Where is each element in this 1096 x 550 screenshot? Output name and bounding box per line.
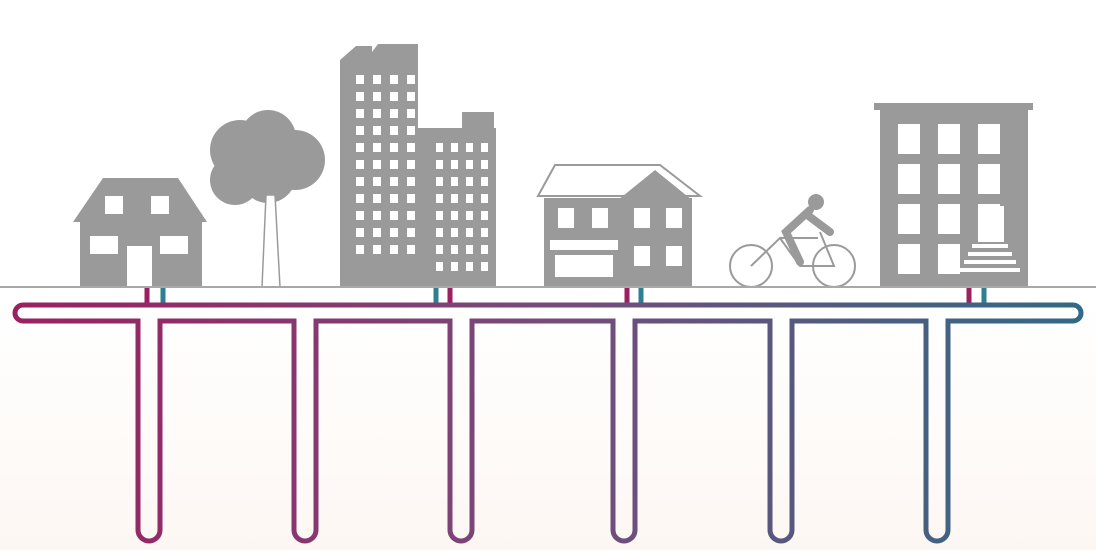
window bbox=[481, 211, 488, 220]
window bbox=[938, 164, 960, 194]
window bbox=[356, 126, 364, 135]
apartment-windows bbox=[898, 124, 1000, 274]
window bbox=[451, 160, 458, 169]
window bbox=[481, 245, 488, 254]
tree-icon bbox=[210, 110, 325, 288]
window bbox=[390, 194, 398, 203]
window bbox=[481, 177, 488, 186]
window bbox=[356, 160, 364, 169]
window bbox=[356, 245, 364, 254]
window bbox=[481, 194, 488, 203]
window bbox=[390, 75, 398, 84]
window bbox=[356, 143, 364, 152]
window bbox=[356, 228, 364, 237]
window bbox=[373, 194, 381, 203]
window bbox=[938, 244, 960, 274]
window bbox=[407, 160, 415, 169]
window bbox=[390, 228, 398, 237]
window bbox=[436, 160, 443, 169]
window bbox=[481, 143, 488, 152]
window bbox=[451, 177, 458, 186]
window bbox=[373, 75, 381, 84]
tower-windows bbox=[356, 75, 488, 271]
window bbox=[373, 228, 381, 237]
window bbox=[407, 194, 415, 203]
window bbox=[898, 244, 920, 274]
cyclist-icon bbox=[729, 194, 856, 288]
window bbox=[356, 211, 364, 220]
window bbox=[466, 262, 473, 271]
window bbox=[407, 143, 415, 152]
window bbox=[938, 204, 960, 234]
window bbox=[407, 211, 415, 220]
apartment-stairs bbox=[960, 206, 1020, 272]
window bbox=[436, 228, 443, 237]
window bbox=[356, 194, 364, 203]
window bbox=[466, 160, 473, 169]
window bbox=[407, 228, 415, 237]
window bbox=[898, 124, 920, 154]
window bbox=[373, 92, 381, 101]
ground-loop-pipe bbox=[12, 302, 1084, 544]
window bbox=[978, 124, 1000, 154]
window bbox=[436, 262, 443, 271]
window bbox=[356, 177, 364, 186]
building-connections bbox=[144, 288, 987, 304]
window bbox=[390, 92, 398, 101]
window bbox=[466, 177, 473, 186]
window bbox=[356, 92, 364, 101]
window bbox=[373, 143, 381, 152]
window bbox=[390, 211, 398, 220]
window bbox=[466, 211, 473, 220]
window bbox=[390, 126, 398, 135]
window bbox=[466, 228, 473, 237]
window bbox=[407, 75, 415, 84]
window bbox=[466, 143, 473, 152]
window bbox=[451, 262, 458, 271]
window bbox=[373, 126, 381, 135]
window bbox=[390, 109, 398, 118]
window bbox=[481, 228, 488, 237]
window bbox=[373, 211, 381, 220]
house-icon bbox=[73, 178, 207, 287]
window bbox=[481, 262, 488, 271]
window bbox=[390, 177, 398, 186]
window bbox=[436, 143, 443, 152]
window bbox=[356, 109, 364, 118]
window bbox=[451, 245, 458, 254]
window bbox=[407, 109, 415, 118]
window bbox=[407, 177, 415, 186]
window bbox=[978, 164, 1000, 194]
window bbox=[407, 126, 415, 135]
window bbox=[356, 75, 364, 84]
window bbox=[390, 160, 398, 169]
window bbox=[938, 124, 960, 154]
window bbox=[373, 109, 381, 118]
window bbox=[451, 194, 458, 203]
window bbox=[898, 164, 920, 194]
window bbox=[373, 160, 381, 169]
window bbox=[466, 245, 473, 254]
window bbox=[451, 211, 458, 220]
window bbox=[373, 245, 381, 254]
window bbox=[898, 204, 920, 234]
window bbox=[481, 160, 488, 169]
window bbox=[436, 211, 443, 220]
window bbox=[466, 194, 473, 203]
window bbox=[373, 177, 381, 186]
window bbox=[407, 245, 415, 254]
shop-house-icon bbox=[536, 164, 703, 287]
window bbox=[451, 228, 458, 237]
window bbox=[390, 143, 398, 152]
window bbox=[436, 194, 443, 203]
window bbox=[436, 177, 443, 186]
window bbox=[390, 245, 398, 254]
window bbox=[407, 92, 415, 101]
window bbox=[436, 245, 443, 254]
window bbox=[451, 143, 458, 152]
